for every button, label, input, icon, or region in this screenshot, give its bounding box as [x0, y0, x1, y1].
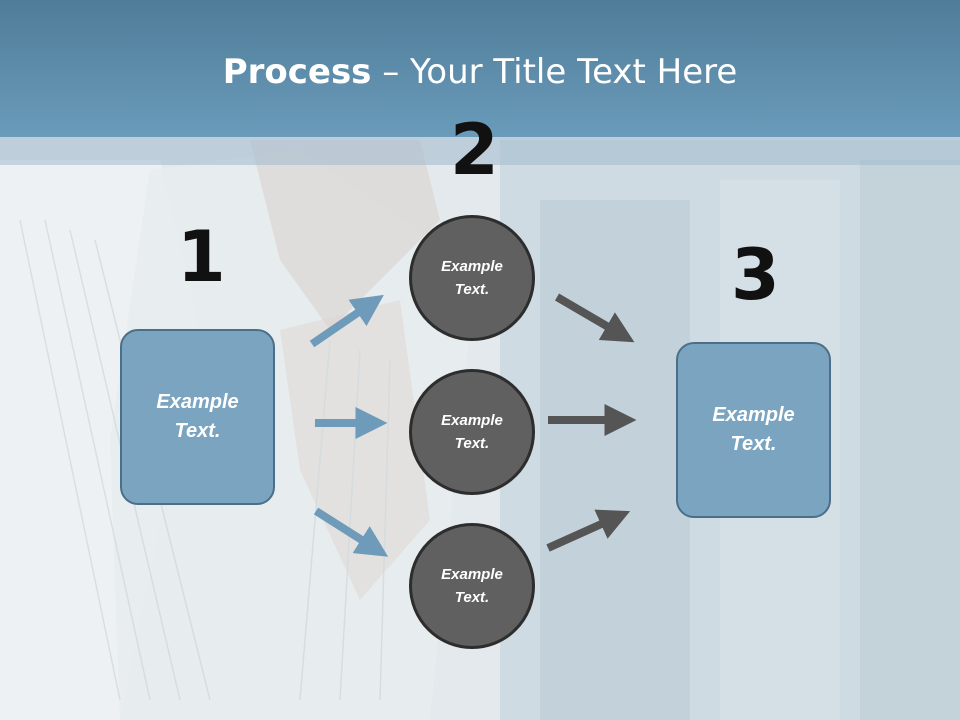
- title-bar: [0, 0, 960, 137]
- slide-title: Process – Your Title Text Here: [0, 52, 960, 92]
- step-3-box: Example Text.: [676, 342, 831, 518]
- step-number-3: 3: [731, 234, 780, 316]
- step-2-circle-top: Example Text.: [409, 215, 535, 341]
- step-2-circle-middle: Example Text.: [409, 369, 535, 495]
- step-1-box: Example Text.: [120, 329, 275, 505]
- title-bar-band: [0, 137, 960, 165]
- circle-middle-text: Example Text.: [441, 412, 503, 452]
- step-number-1: 1: [177, 216, 226, 298]
- title-bold: Process: [222, 52, 372, 92]
- step-3-text: Example Text.: [712, 404, 795, 455]
- circle-top-text: Example Text.: [441, 258, 503, 298]
- title-rest: – Your Title Text Here: [371, 52, 738, 92]
- step-2-circle-bottom: Example Text.: [409, 523, 535, 649]
- step-1-text: Example Text.: [156, 391, 239, 442]
- circle-bottom-text: Example Text.: [441, 566, 503, 606]
- step-number-2: 2: [450, 109, 499, 191]
